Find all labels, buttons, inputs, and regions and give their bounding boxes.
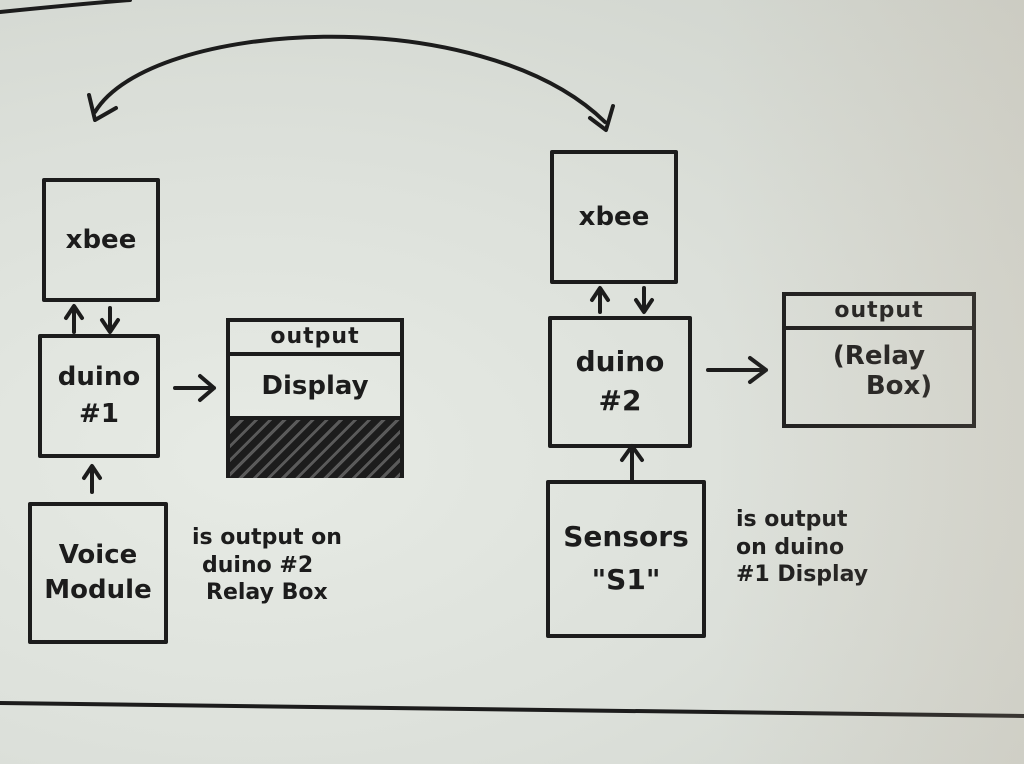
- left-output-box: output Display: [226, 318, 404, 478]
- right-output-header: output: [786, 296, 972, 330]
- left-note-line: duino #2: [202, 552, 314, 578]
- right-output-body: (Relay Box): [786, 330, 972, 402]
- left-xbee-label: xbee: [65, 224, 137, 255]
- duino-1-label-line2: #1: [79, 399, 119, 429]
- sensors-label-line2: "S1": [591, 563, 661, 596]
- duino-1-label-line1: duino: [57, 362, 141, 393]
- right-to-output-arrow: [706, 356, 768, 384]
- left-note-line: Relay Box: [206, 580, 328, 605]
- duino-2-label-line2: #2: [598, 384, 642, 417]
- left-output-header: output: [230, 322, 400, 356]
- voice-module-label-line2: Module: [44, 575, 152, 605]
- left-note: is output on duino #2 Relay Box: [192, 524, 342, 607]
- left-note-line: is output on: [192, 525, 342, 550]
- right-note-line: #1 Display: [736, 562, 869, 587]
- right-output-label-line2: Box): [865, 370, 933, 401]
- left-xbee-box: xbee: [42, 178, 160, 302]
- voice-to-duino-arrow: [82, 464, 102, 494]
- sensors-box: Sensors "S1": [546, 480, 706, 638]
- right-output-box: output (Relay Box): [782, 292, 976, 428]
- right-note-line: on duino: [736, 534, 845, 560]
- sensors-to-duino-arrow: [620, 444, 644, 482]
- xbee-link-arrowhead-right: [588, 104, 615, 132]
- right-xbee-box: xbee: [550, 150, 678, 284]
- top-edge-line: [0, 0, 132, 14]
- right-note: is output on duino #1 Display: [736, 506, 868, 589]
- voice-module-box: Voice Module: [28, 502, 168, 644]
- left-down-arrow: [100, 306, 120, 334]
- duino-2-box: duino #2: [548, 316, 692, 448]
- left-output-display-label: Display: [261, 371, 369, 401]
- left-output-hatched-area: [230, 416, 400, 478]
- right-down-arrow: [634, 286, 654, 314]
- left-up-arrow: [64, 304, 84, 334]
- voice-module-label-line1: Voice: [58, 540, 138, 571]
- duino-2-label-line1: duino: [575, 345, 665, 379]
- bottom-rule-line: [0, 701, 1024, 718]
- right-up-arrow: [590, 286, 610, 314]
- xbee-link-arc: [93, 34, 607, 124]
- right-note-line: is output: [736, 507, 848, 532]
- right-output-label-line1: (Relay: [832, 341, 926, 371]
- sensors-label-line1: Sensors: [563, 520, 689, 554]
- xbee-link-arrowhead-left: [87, 93, 118, 122]
- left-to-output-arrow: [173, 374, 216, 402]
- duino-1-box: duino #1: [38, 334, 160, 458]
- right-xbee-label: xbee: [578, 201, 650, 232]
